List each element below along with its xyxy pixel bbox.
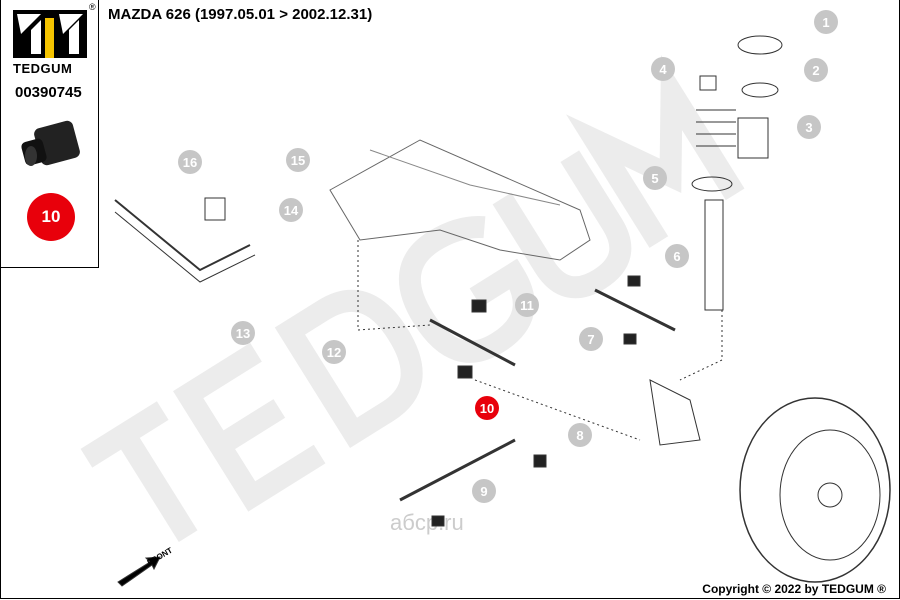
watermark-site: aбcp.ru xyxy=(390,510,464,535)
callout-12[interactable]: 12 xyxy=(322,340,346,364)
sidebar: ® TEDGUM 00390745 10 xyxy=(0,0,99,268)
front-arrow-icon xyxy=(117,556,161,587)
selected-position-badge: 10 xyxy=(27,193,75,241)
callout-15[interactable]: 15 xyxy=(286,148,310,172)
callout-13[interactable]: 13 xyxy=(231,321,255,345)
page-title: MAZDA 626 (1997.05.01 > 2002.12.31) xyxy=(108,6,373,23)
callout-9[interactable]: 9 xyxy=(472,479,496,503)
callout-3[interactable]: 3 xyxy=(797,115,821,139)
copyright: Copyright © 2022 by TEDGUM ® xyxy=(702,582,886,596)
callout-8[interactable]: 8 xyxy=(568,423,592,447)
callout-2[interactable]: 2 xyxy=(804,58,828,82)
registered-mark: ® xyxy=(89,2,96,12)
tedgum-logo-icon xyxy=(13,10,87,58)
callout-1[interactable]: 1 xyxy=(814,10,838,34)
callout-6[interactable]: 6 xyxy=(665,244,689,268)
callout-7[interactable]: 7 xyxy=(579,327,603,351)
callout-11[interactable]: 11 xyxy=(515,293,539,317)
bushing-product-image xyxy=(21,120,80,166)
callout-10[interactable]: 10 xyxy=(475,396,499,420)
brand-name: TEDGUM xyxy=(13,61,73,76)
part-number: 00390745 xyxy=(15,84,82,101)
callout-14[interactable]: 14 xyxy=(279,198,303,222)
callout-16[interactable]: 16 xyxy=(178,150,202,174)
callout-4[interactable]: 4 xyxy=(651,57,675,81)
callout-5[interactable]: 5 xyxy=(643,166,667,190)
